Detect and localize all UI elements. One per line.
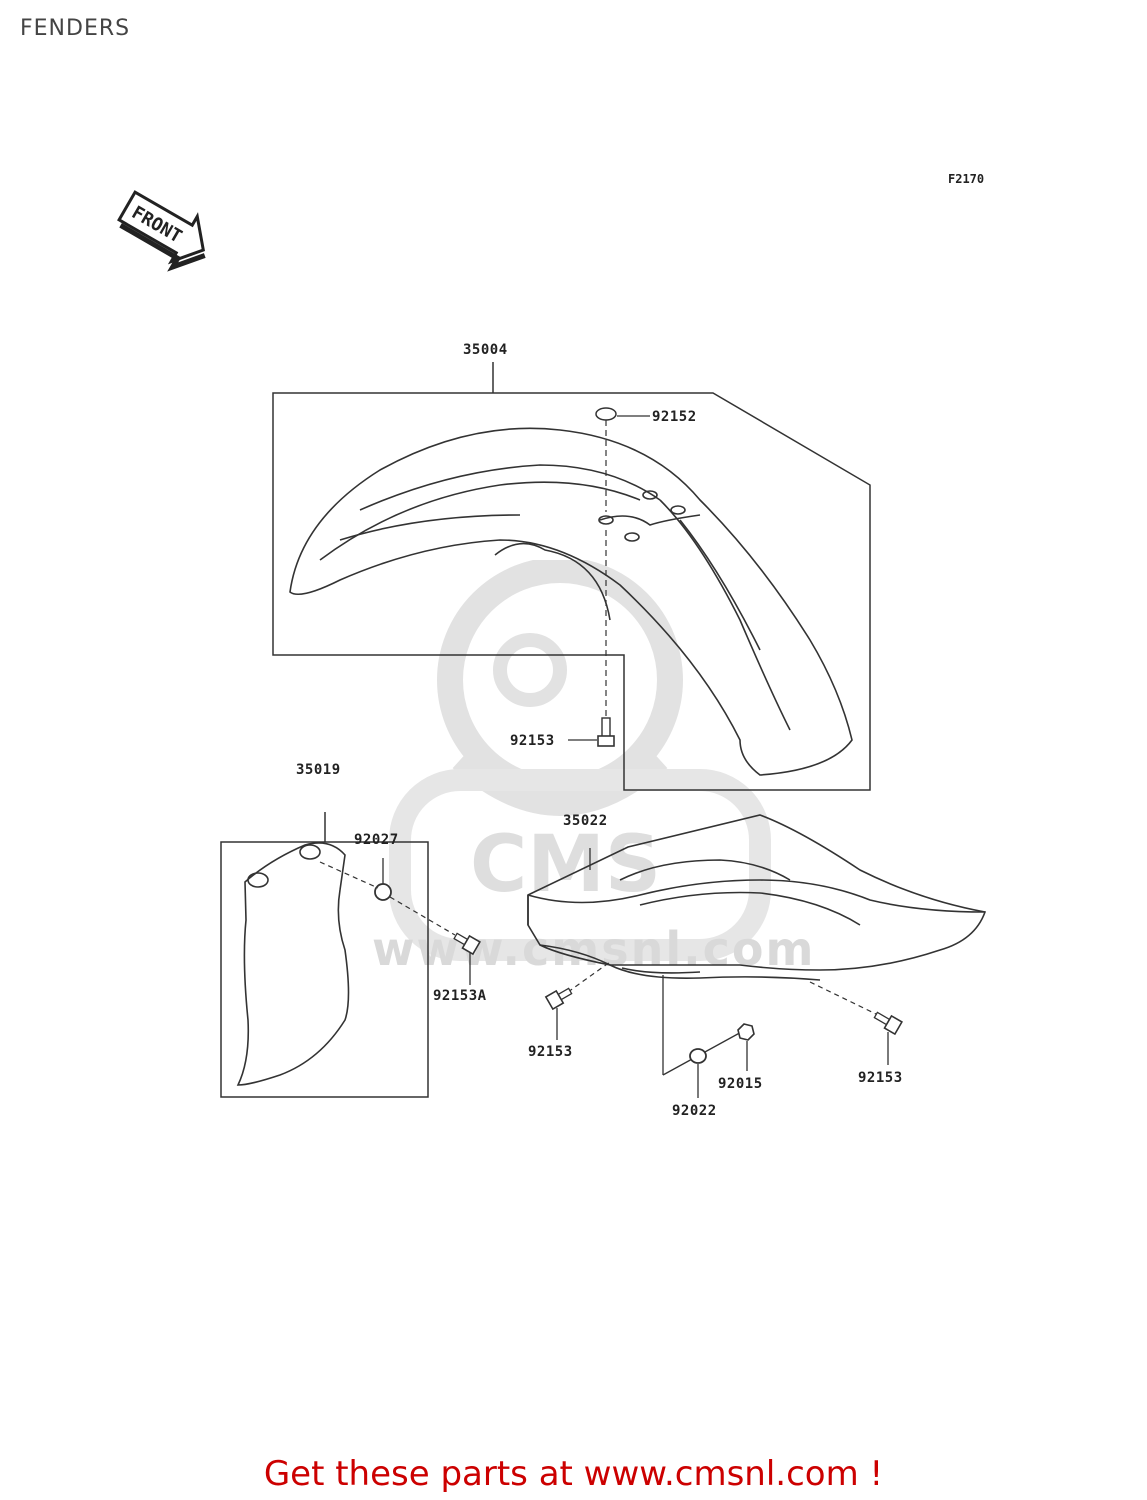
page-title: FENDERS bbox=[20, 16, 131, 41]
front-fender-group-box bbox=[272, 392, 871, 791]
front-arrow-icon: FRONT bbox=[117, 190, 206, 272]
side-cover-group-box bbox=[220, 841, 429, 1098]
cms-watermark-icon bbox=[389, 560, 771, 961]
footer-link[interactable]: Get these parts at www.cmsnl.com ! bbox=[263, 1454, 884, 1494]
washer-92027 bbox=[374, 883, 392, 901]
front-fender-part bbox=[289, 427, 853, 776]
watermark-url: www.cmsnl.com bbox=[372, 922, 816, 976]
washer-92022 bbox=[689, 1048, 707, 1064]
bolt-92153A bbox=[453, 932, 481, 956]
label-92153-right[interactable]: 92153 bbox=[858, 1070, 903, 1086]
label-92153A[interactable]: 92153A bbox=[433, 988, 487, 1004]
side-cover-part bbox=[236, 842, 350, 1086]
bolt-92153-left bbox=[544, 987, 573, 1011]
bolt-92153-right bbox=[873, 1011, 903, 1036]
label-92152[interactable]: 92152 bbox=[652, 409, 697, 425]
label-92022[interactable]: 92022 bbox=[672, 1103, 717, 1119]
label-92153-left[interactable]: 92153 bbox=[528, 1044, 573, 1060]
label-35004[interactable]: 35004 bbox=[463, 342, 508, 358]
rear-fender-part bbox=[527, 814, 987, 981]
watermark-brand: CMS bbox=[470, 820, 662, 910]
label-92015[interactable]: 92015 bbox=[718, 1076, 763, 1092]
grommet-92152 bbox=[595, 407, 617, 421]
label-35022[interactable]: 35022 bbox=[563, 813, 608, 829]
label-92027[interactable]: 92027 bbox=[354, 832, 399, 848]
label-92153-top[interactable]: 92153 bbox=[510, 733, 555, 749]
bolt-92153-top bbox=[597, 717, 615, 747]
figure-code: F2170 bbox=[948, 172, 985, 186]
label-35019[interactable]: 35019 bbox=[296, 762, 341, 778]
nut-92015 bbox=[737, 1023, 755, 1041]
